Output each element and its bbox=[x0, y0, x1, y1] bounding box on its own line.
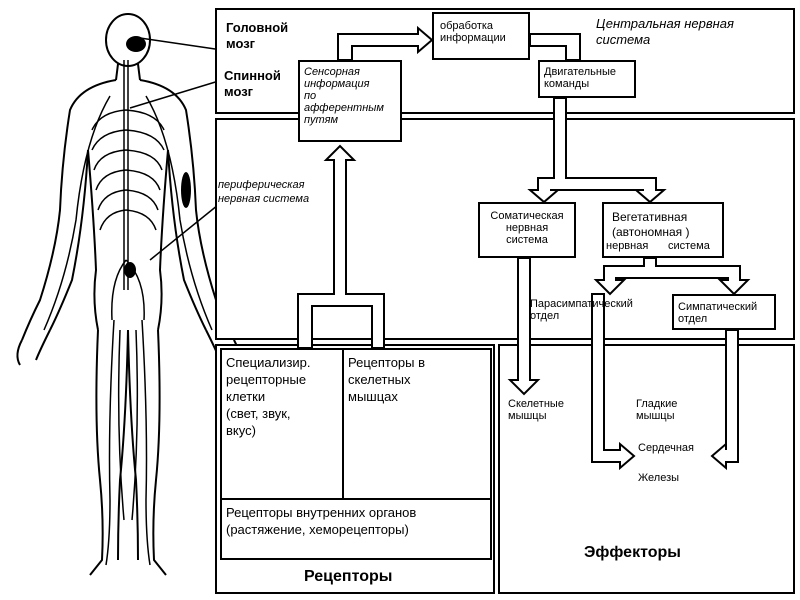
somatic-system-label: Соматическая нервная система bbox=[490, 210, 564, 246]
glands-label: Железы bbox=[638, 472, 680, 484]
skeletal-muscles-label: Скелетные мышцы bbox=[508, 398, 564, 422]
autonomic-tail-2: система bbox=[668, 240, 710, 252]
brain-label: Головной мозг bbox=[226, 20, 289, 51]
internal-receptors-box bbox=[220, 498, 492, 560]
sympathetic-label: Симпатический отдел bbox=[678, 301, 758, 325]
autonomic-system-label: Вегетативная (автономная ) bbox=[612, 210, 690, 239]
autonomic-system-box bbox=[602, 202, 724, 258]
motor-commands-box bbox=[538, 60, 636, 98]
autonomic-tail-1: нервная bbox=[606, 240, 649, 252]
cns-title: Центральная нервная система bbox=[596, 16, 734, 47]
cardiac-label: Сердечная bbox=[638, 442, 694, 454]
effectors-region bbox=[498, 344, 795, 594]
specialized-receptors-label: Специализир. рецепторные клетки (свет, з… bbox=[226, 355, 311, 438]
spinal-cord-label: Спинной мозг bbox=[224, 68, 281, 99]
muscle-receptors-label: Рецепторы в скелетных мышцах bbox=[348, 355, 426, 404]
sensory-info-label: Сенсорная информация по афферентным путя… bbox=[304, 66, 384, 126]
specialized-receptors-box bbox=[220, 348, 344, 500]
muscle-receptors-box bbox=[342, 348, 492, 500]
peripheral-nervous-system-label: периферическая нервная система bbox=[218, 179, 310, 205]
parasympathetic-label: Парасимпатический отдел bbox=[530, 298, 633, 322]
receptors-title: Рецепторы bbox=[304, 568, 393, 585]
smooth-muscles-label: Гладкие мышцы bbox=[636, 398, 678, 422]
sensory-info-box bbox=[298, 60, 402, 142]
sympathetic-box bbox=[672, 294, 776, 330]
somatic-system-box bbox=[478, 202, 576, 258]
internal-receptors-label: Рецепторы внутренних органов (растяжение… bbox=[226, 505, 417, 537]
processing-label: обработка информации bbox=[440, 20, 506, 44]
motor-commands-label: Двигательные команды bbox=[544, 66, 616, 90]
effectors-title: Эффекторы bbox=[584, 544, 681, 561]
